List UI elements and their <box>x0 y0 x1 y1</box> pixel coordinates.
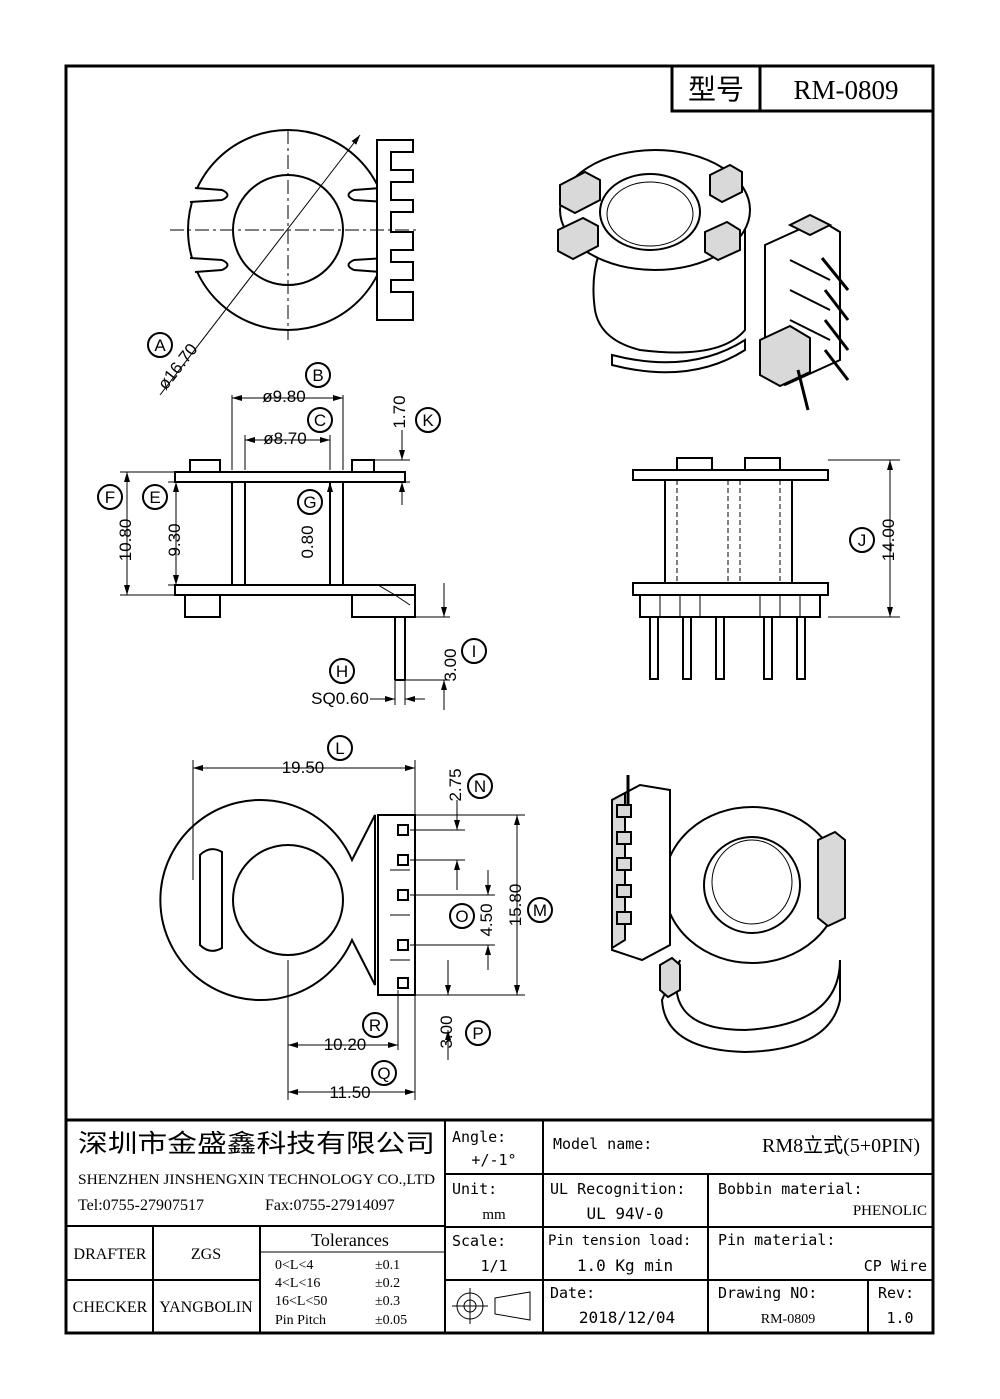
dim-930: 9.30 <box>165 523 184 556</box>
dim-080: 0.80 <box>298 525 317 558</box>
scale-value: 1/1 <box>480 1257 507 1275</box>
front-section-view: ø9.80 B ø8.70 C 1.70 K 10.80 F 9.30 E 0. <box>97 362 487 710</box>
isometric-view-top <box>557 149 850 411</box>
company-name-en: SHENZHEN JINSHENGXIN TECHNOLOGY CO.,LTD <box>78 1172 435 1188</box>
tolerance-value-0: ±0.1 <box>375 1258 400 1273</box>
pin-tension-value: 1.0 Kg min <box>577 1256 673 1275</box>
dim-sq060: SQ0.60 <box>311 689 369 708</box>
ul-value: UL 94V-0 <box>586 1204 663 1223</box>
angle-label: Angle: <box>452 1128 506 1146</box>
drafter-value: ZGS <box>191 1246 221 1263</box>
unit-label: Unit: <box>452 1180 497 1198</box>
dim-1580: 15.80 <box>506 884 525 927</box>
label-Q: Q <box>377 1064 390 1083</box>
label-M: M <box>533 901 547 920</box>
tolerance-value-1: ±0.2 <box>375 1276 400 1291</box>
dim-170: 1.70 <box>390 395 409 428</box>
dim-300-pitch: 3.00 <box>437 1015 456 1048</box>
checker-label: CHECKER <box>73 1299 148 1316</box>
bottom-view: 19.50 L 2.75 N 4.50 O 15.80 M 3.00 P <box>159 735 553 1102</box>
model-name-label: Model name: <box>553 1135 652 1153</box>
scale-label: Scale: <box>452 1232 506 1250</box>
tolerance-range-0: 0<L<4 <box>275 1258 313 1273</box>
rev-value: 1.0 <box>886 1309 913 1327</box>
dim-1080: 10.80 <box>116 519 135 562</box>
isometric-view-bottom <box>611 775 846 1054</box>
company-tel: Tel:0755-27907517 <box>78 1197 204 1214</box>
label-L: L <box>335 739 344 758</box>
title-block: 深圳市金盛鑫科技有限公司 SHENZHEN JINSHENGXIN TECHNO… <box>66 1118 933 1333</box>
ul-label: UL Recognition: <box>550 1180 685 1198</box>
label-E: E <box>149 488 160 507</box>
bobbin-value: PHENOLIC <box>853 1203 927 1219</box>
dim-980: ø9.80 <box>262 387 305 406</box>
model-header-value: RM-0809 <box>793 75 898 105</box>
model-header-label: 型号 <box>688 73 744 106</box>
tolerance-range-3: Pin Pitch <box>275 1313 326 1328</box>
label-G: G <box>303 493 316 512</box>
pin-material-value: CP Wire <box>864 1257 927 1275</box>
label-O: O <box>455 907 468 926</box>
angle-value: +/-1° <box>471 1151 516 1169</box>
tolerance-value-2: ±0.3 <box>375 1294 400 1309</box>
tolerance-range-2: 16<L<50 <box>275 1294 327 1309</box>
pin-material-label: Pin material: <box>718 1231 835 1249</box>
bobbin-label: Bobbin material: <box>718 1180 863 1198</box>
tolerances-title: Tolerances <box>311 1230 389 1250</box>
unit-value: mm <box>482 1207 506 1223</box>
date-label: Date: <box>550 1284 595 1302</box>
label-K: K <box>422 411 434 430</box>
drafter-label: DRAFTER <box>74 1246 147 1263</box>
company-name-cn: 深圳市金盛鑫科技有限公司 <box>78 1129 435 1158</box>
dim-275: 2.75 <box>446 768 465 801</box>
label-C: C <box>314 411 326 430</box>
dim-1950: 19.50 <box>282 758 325 777</box>
label-J: J <box>858 531 867 550</box>
label-P: P <box>472 1024 483 1043</box>
top-view: A ø16.70 <box>147 129 420 396</box>
side-view: 14.00 J <box>632 457 900 680</box>
company-fax: Fax:0755-27914097 <box>265 1197 395 1214</box>
dim-300-pin: 3.00 <box>441 648 460 681</box>
dim-1150: 11.50 <box>329 1083 370 1102</box>
drawing-no-label: Drawing NO: <box>718 1284 817 1302</box>
label-A: A <box>154 336 166 355</box>
model-name-value: RM8立式(5+0PIN) <box>762 1134 920 1157</box>
label-R: R <box>369 1016 381 1035</box>
dim-450: 4.50 <box>477 903 496 936</box>
model-header: 型号 RM-0809 <box>670 64 935 113</box>
label-N: N <box>474 777 486 796</box>
tolerance-value-3: ±0.05 <box>375 1313 407 1328</box>
projection-symbol-icon <box>452 1288 531 1324</box>
pin-tension-label: Pin tension load: <box>548 1233 691 1249</box>
checker-value: YANGBOLIN <box>159 1299 253 1316</box>
label-I: I <box>472 642 477 661</box>
drawing-frame <box>64 64 935 1335</box>
tolerance-range-1: 4<L<16 <box>275 1276 320 1291</box>
label-H: H <box>336 662 348 681</box>
label-F: F <box>105 488 115 507</box>
date-value: 2018/12/04 <box>579 1308 675 1327</box>
dim-1020: 10.20 <box>324 1035 367 1054</box>
dim-1400: 14.00 <box>879 519 898 562</box>
label-B: B <box>312 366 323 385</box>
drawing-no-value: RM-0809 <box>761 1312 815 1327</box>
rev-label: Rev: <box>878 1284 914 1302</box>
dim-870: ø8.70 <box>263 429 306 448</box>
